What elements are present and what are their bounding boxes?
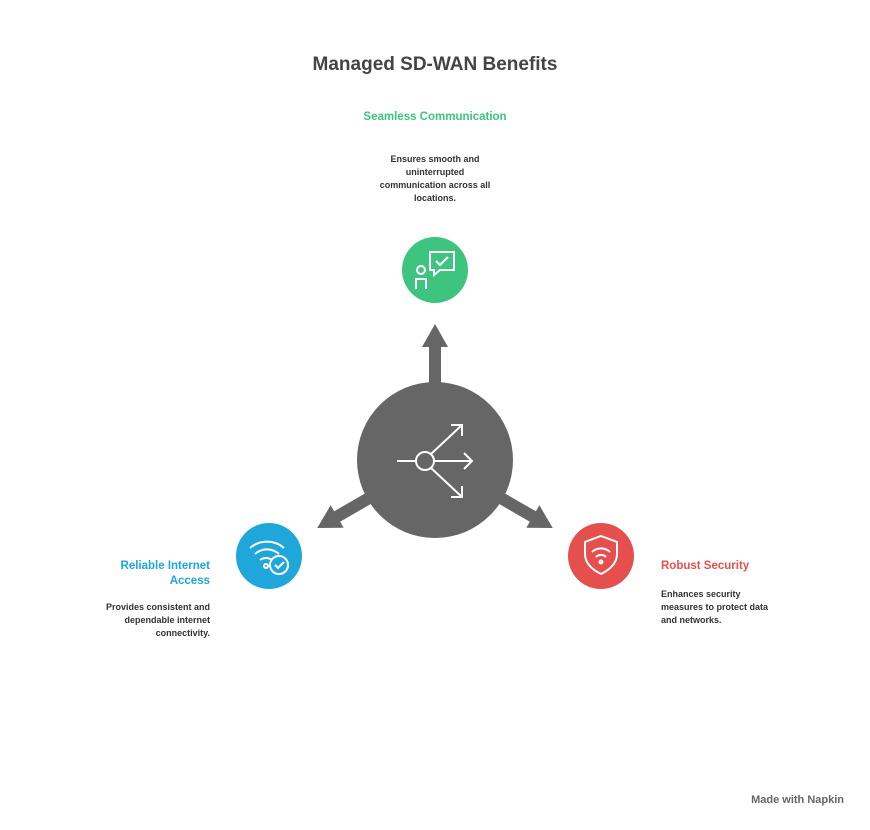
wifi-check-icon bbox=[249, 540, 289, 575]
internet-node bbox=[236, 523, 302, 589]
communication-desc: Ensures smooth and uninterrupted communi… bbox=[379, 154, 491, 203]
diagram-title: Managed SD-WAN Benefits bbox=[312, 54, 558, 75]
internet-label: Reliable Internet Access bbox=[120, 560, 210, 587]
security-desc: Enhances security measures to protect da… bbox=[661, 589, 769, 625]
internet-desc: Provides consistent and dependable inter… bbox=[105, 602, 210, 638]
arrows bbox=[317, 324, 553, 528]
shield-wifi-icon bbox=[584, 534, 618, 576]
communication-label: Seamless Communication bbox=[363, 111, 507, 123]
distribute-icon bbox=[397, 424, 474, 498]
footer-credit[interactable]: Made with Napkin bbox=[751, 794, 844, 806]
chat-check-person-icon bbox=[415, 251, 455, 289]
security-label: Robust Security bbox=[661, 560, 750, 572]
security-node bbox=[568, 523, 634, 589]
